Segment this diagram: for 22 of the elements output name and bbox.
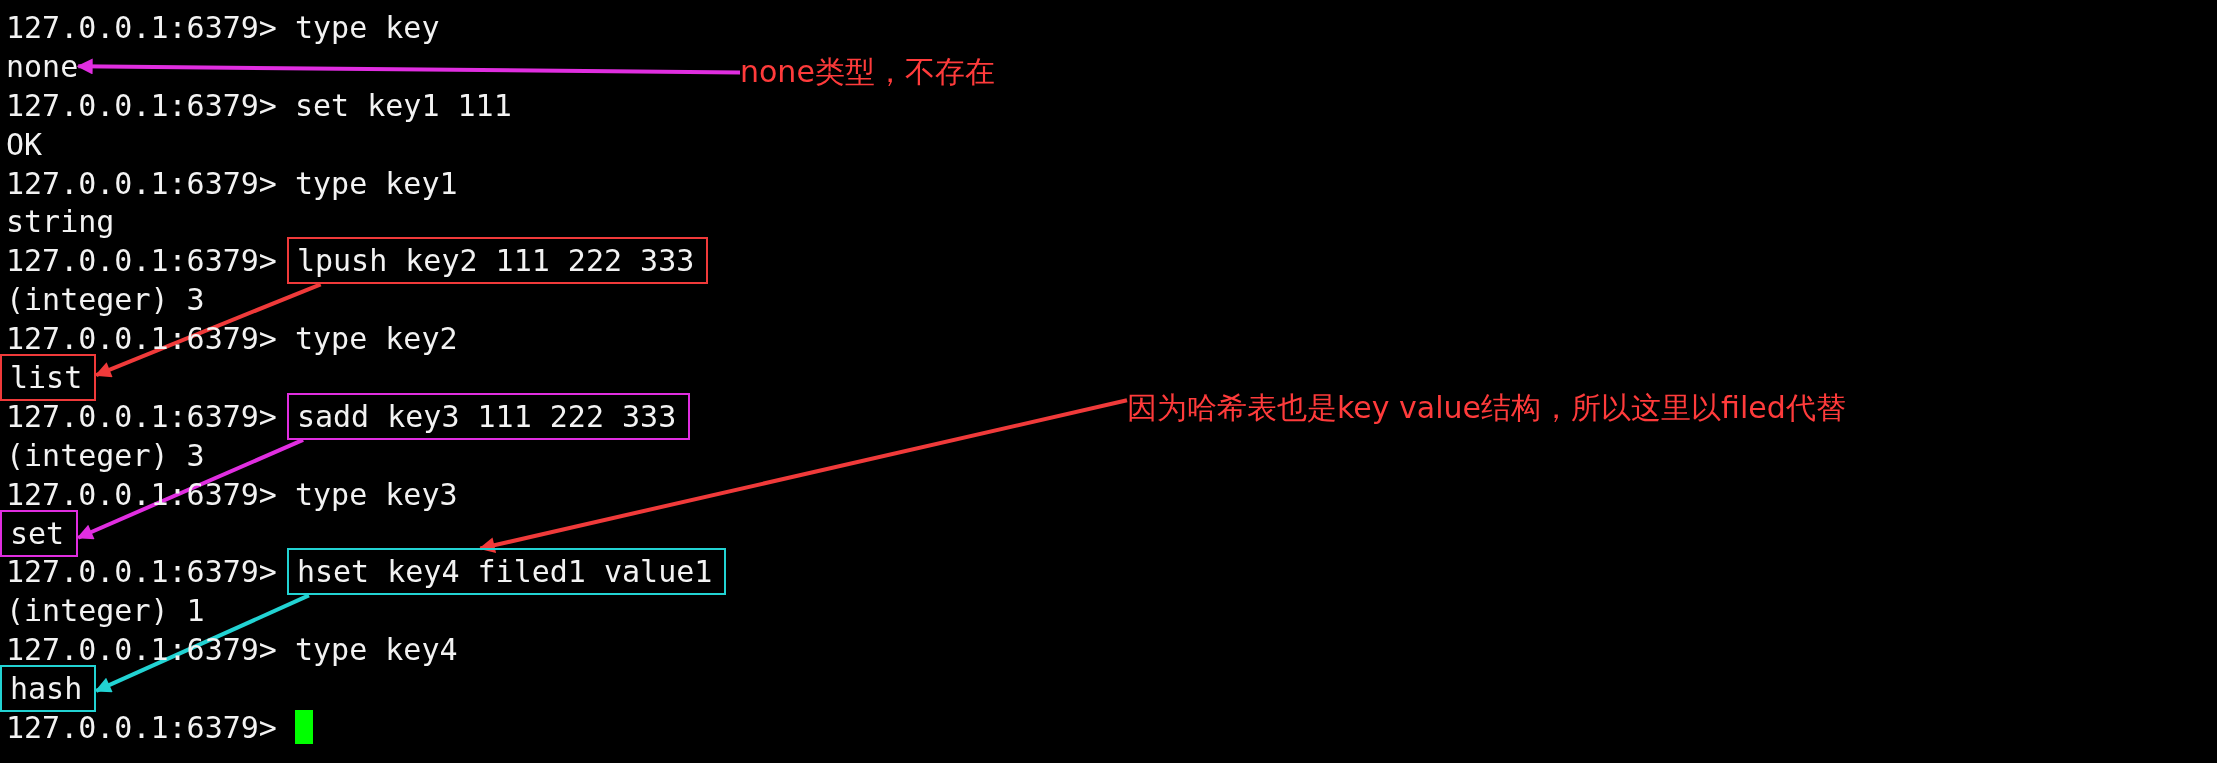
- highlighted-text: hash: [0, 665, 97, 713]
- arrow: [76, 58, 740, 75]
- highlighted-text: hset key4 filed1 value1: [286, 548, 727, 596]
- terminal-line: 127.0.0.1:6379>: [6, 398, 277, 434]
- terminal-line: 127.0.0.1:6379>: [6, 554, 277, 590]
- terminal-line: (integer) 3: [6, 282, 205, 318]
- terminal-line: OK: [6, 126, 43, 162]
- arrow: [478, 398, 1128, 553]
- terminal-line: 127.0.0.1:6379> type key: [6, 9, 440, 45]
- highlighted-text: sadd key3 111 222 333: [286, 392, 691, 440]
- terminal-line: 127.0.0.1:6379>: [6, 243, 277, 279]
- highlighted-text: list: [0, 353, 97, 401]
- annotation: 因为哈希表也是key value结构，所以这里以filed代替: [1127, 388, 1846, 429]
- terminal-output: none: [6, 48, 79, 84]
- terminal-line: string: [6, 204, 115, 240]
- highlighted-text: lpush key2 111 222 333: [286, 237, 709, 285]
- terminal-line: (integer) 1: [6, 593, 205, 629]
- terminal-line: 127.0.0.1:6379> set key1 111: [6, 87, 512, 123]
- terminal-line: (integer) 3: [6, 437, 205, 473]
- annotation: none类型，不存在: [740, 52, 995, 93]
- highlighted-text: set: [0, 509, 79, 557]
- terminal-line: 127.0.0.1:6379> type key1: [6, 165, 458, 201]
